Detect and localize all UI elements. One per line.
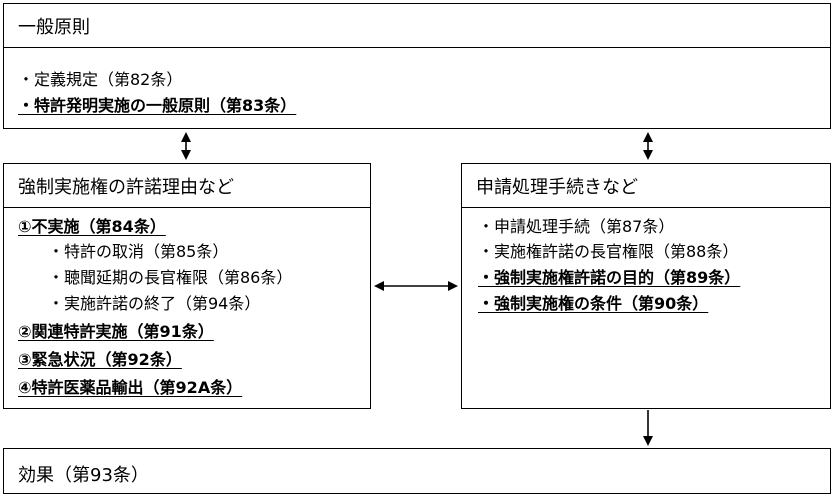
sub-item-revocation: ・特許の取消（第85条）: [48, 242, 229, 261]
ground-emergency: ③緊急状況（第92条）: [18, 350, 182, 369]
general-principles-box: 一般原則 ・定義規定（第82条） ・特許発明実施の一般原則（第83条）: [3, 3, 831, 129]
procedure-box: 申請処理手続きなど ・申請処理手続（第87条） ・実施権許諾の長官権限（第88条…: [461, 163, 831, 409]
sub-item-license-termination: ・実施許諾の終了（第94条）: [48, 294, 261, 313]
effect-title: 効果（第93条）: [18, 465, 149, 486]
ground-pharma-export: ④特許医薬品輸出（第92A条）: [18, 378, 243, 397]
ground-non-working: ①不実施（第84条）: [18, 217, 166, 236]
general-principles-title: 一般原則: [4, 4, 830, 48]
general-item-principle: ・特許発明実施の一般原則（第83条）: [18, 96, 297, 115]
procedure-item-handling: ・申請処理手続（第87条）: [478, 217, 675, 236]
sub-item-hearing-postponement: ・聴聞延期の長官権限（第86条）: [48, 268, 293, 287]
effect-box: 効果（第93条）: [3, 448, 831, 494]
procedure-item-authority: ・実施権許諾の長官権限（第88条）: [478, 242, 739, 261]
compulsory-grounds-title: 強制実施権の許諾理由など: [4, 164, 370, 208]
procedure-item-purpose: ・強制実施権許諾の目的（第89条）: [478, 268, 741, 287]
procedure-item-conditions: ・強制実施権の条件（第90条）: [478, 294, 709, 313]
general-item-definitions: ・定義規定（第82条）: [18, 70, 183, 89]
compulsory-grounds-box: 強制実施権の許諾理由など ①不実施（第84条） ・特許の取消（第85条） ・聴聞…: [3, 163, 371, 409]
ground-related-patent: ②関連特許実施（第91条）: [18, 322, 214, 341]
procedure-title: 申請処理手続きなど: [462, 164, 830, 208]
